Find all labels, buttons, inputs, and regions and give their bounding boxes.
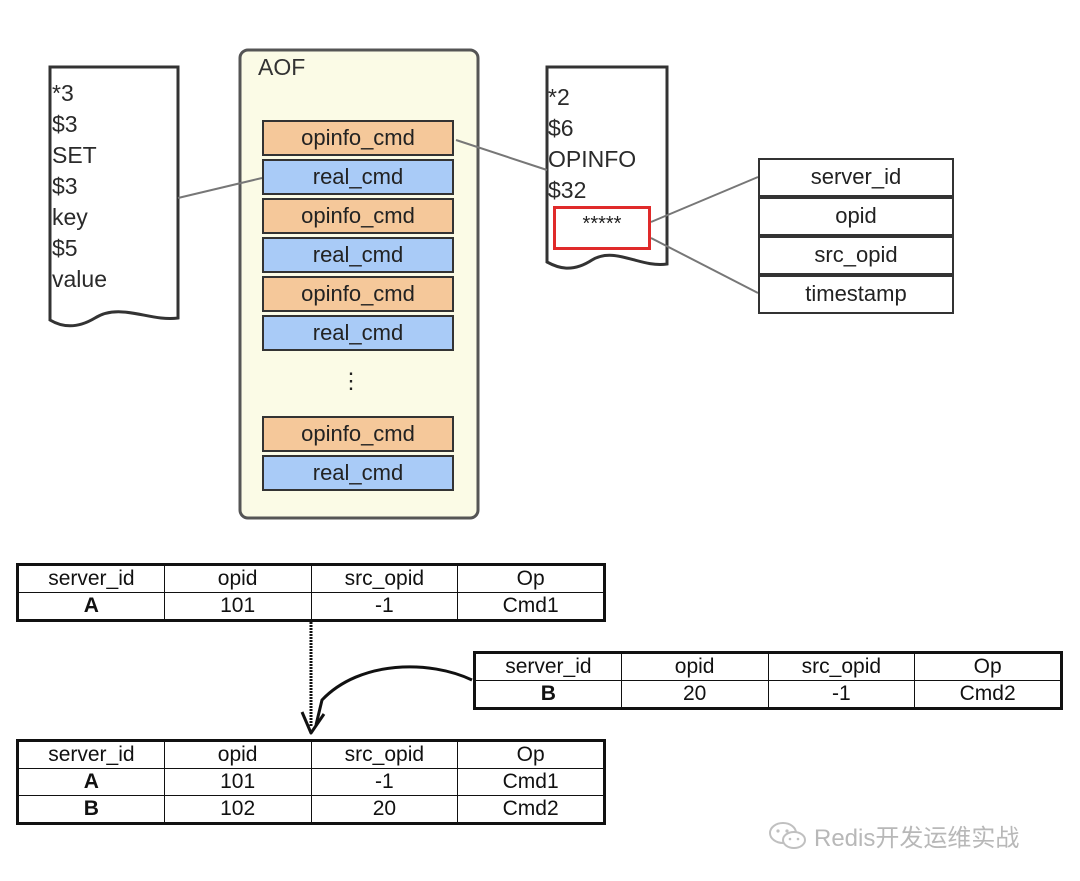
aof-ellipsis: ⋮: [340, 368, 362, 393]
header-cell: Op: [457, 740, 605, 769]
header-cell: opid: [163, 564, 312, 593]
field-src-opid: src_opid: [758, 236, 954, 275]
left-doc-line: $3: [52, 111, 78, 137]
aof-block-real: real_cmd: [262, 315, 454, 351]
highlight-box: *****: [553, 206, 651, 250]
aof-block-real: real_cmd: [262, 237, 454, 273]
left-document: *3 $3 SET $3 key $5 value: [52, 78, 107, 295]
table-row: A 101 -1 Cmd1: [17, 768, 605, 796]
right-doc-line: OPINFO: [548, 146, 637, 172]
table-cell: 102: [163, 795, 312, 824]
left-doc-line: $3: [52, 173, 78, 199]
header-cell: Op: [457, 564, 605, 593]
aof-block-opinfo: opinfo_cmd: [262, 198, 454, 234]
aof-block-real: real_cmd: [262, 455, 454, 491]
right-table: server_id opid src_opid Op B 20 -1 Cmd2: [473, 651, 1063, 710]
field-timestamp: timestamp: [758, 275, 954, 314]
header-cell: src_opid: [310, 564, 459, 593]
table-cell: Cmd2: [457, 795, 605, 824]
header-cell: Op: [914, 652, 1062, 681]
table-row: B 102 20 Cmd2: [17, 795, 605, 824]
header-cell: opid: [163, 740, 312, 769]
field-opid: opid: [758, 197, 954, 236]
header-cell: opid: [620, 652, 769, 681]
left-doc-line: value: [52, 266, 107, 292]
connector-aof-right-doc: [455, 139, 548, 171]
header-cell: server_id: [17, 740, 165, 769]
wechat-icon: [768, 821, 808, 858]
table-cell: Cmd2: [914, 680, 1062, 709]
table-cell: -1: [767, 680, 916, 709]
table-row: B 20 -1 Cmd2: [474, 680, 1062, 709]
table-cell: Cmd1: [457, 592, 605, 621]
aof-block-real: real_cmd: [262, 159, 454, 195]
table-cell: 20: [620, 680, 769, 709]
table-cell: 101: [163, 592, 312, 621]
right-doc-line: *2: [548, 84, 570, 110]
table-cell: A: [17, 768, 165, 796]
aof-block-opinfo: opinfo_cmd: [262, 276, 454, 312]
aof-title: AOF: [258, 54, 306, 80]
header-cell: src_opid: [310, 740, 459, 769]
table-cell: A: [17, 592, 165, 621]
field-server-id: server_id: [758, 158, 954, 197]
left-document-shape: [48, 65, 180, 328]
aof-block-opinfo: opinfo_cmd: [262, 120, 454, 156]
left-doc-line: key: [52, 204, 88, 230]
table-cell: 20: [310, 795, 459, 824]
watermark: Redis开发运维实战: [768, 818, 1019, 858]
right-doc-line: $32: [548, 177, 587, 203]
table-cell: B: [474, 680, 622, 709]
top-table: server_id opid src_opid Op A 101 -1 Cmd1: [16, 563, 606, 622]
table-cell: Cmd1: [457, 768, 605, 796]
table-cell: -1: [310, 768, 459, 796]
merged-table: server_id opid src_opid Op A 101 -1 Cmd1…: [16, 739, 606, 825]
connector-highlight-field-bottom: [650, 237, 759, 294]
left-doc-line: $5: [52, 235, 78, 261]
right-doc-line: $6: [548, 115, 574, 141]
header-cell: src_opid: [767, 652, 916, 681]
merge-arrow-curve: [314, 665, 473, 726]
left-doc-line: *3: [52, 80, 74, 106]
table-row: A 101 -1 Cmd1: [17, 592, 605, 621]
table-cell: 101: [163, 768, 312, 796]
connector-left-doc-aof: [177, 177, 263, 199]
header-cell: server_id: [474, 652, 622, 681]
right-document: *2 $6 OPINFO $32: [548, 82, 636, 206]
arrow-head: [300, 711, 326, 735]
connector-highlight-field-top: [650, 176, 759, 223]
aof-block-opinfo: opinfo_cmd: [262, 416, 454, 452]
header-cell: server_id: [17, 564, 165, 593]
left-doc-line: SET: [52, 142, 97, 168]
watermark-text: Redis开发运维实战: [814, 825, 1020, 852]
table-cell: -1: [310, 592, 459, 621]
table-cell: B: [17, 795, 165, 824]
